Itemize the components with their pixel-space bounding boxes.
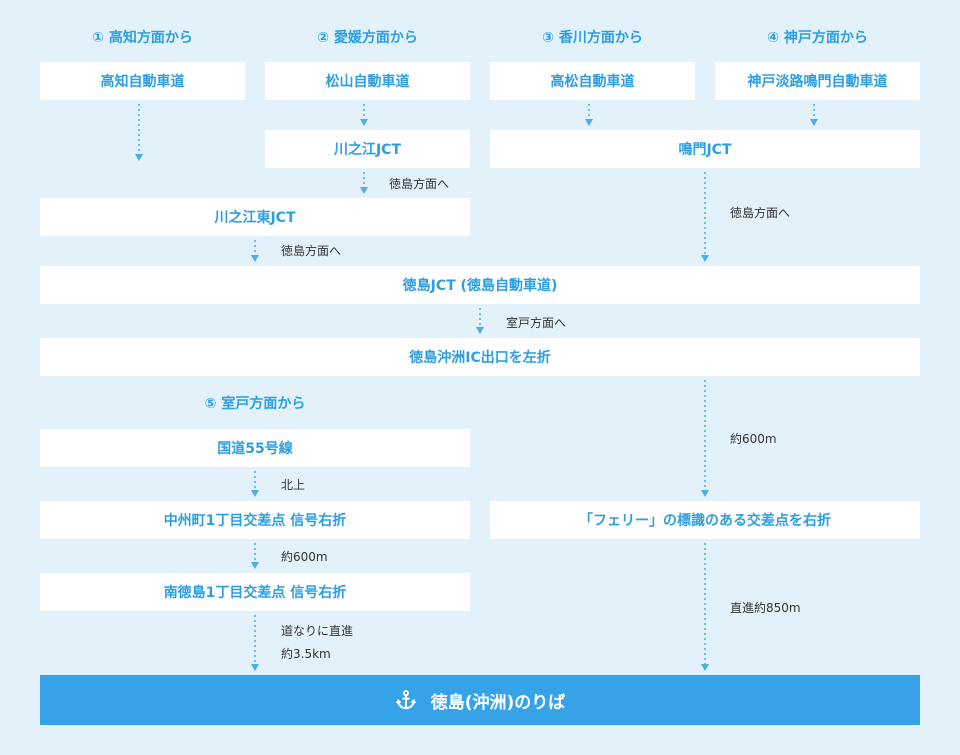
box-ferry-sign-intersection: 「フェリー」の標識のある交差点を右折 <box>490 501 920 539</box>
heading-ehime: ② 愛媛方面から <box>317 30 418 46</box>
anchor-icon <box>395 690 416 710</box>
heading-kagawa: ③ 香川方面から <box>542 30 643 46</box>
arrow-takamatsu <box>585 104 593 126</box>
arrow-kawanoe-higashi <box>251 240 259 262</box>
note-north: 北上 <box>281 478 306 492</box>
note-toward-tokushima-3: 徳島方面へ <box>281 244 342 258</box>
box-tokushima-okinosu-ic: 徳島沖洲IC出口を左折 <box>40 338 920 376</box>
note-approx-600m-left: 約600m <box>281 550 328 564</box>
heading-muroto: ⑤ 室戸方面から <box>204 396 306 412</box>
heading-kobe: ④ 神戸方面から <box>767 30 868 46</box>
box-route55: 国道55号線 <box>40 429 470 467</box>
note-straight-850m: 直進約850m <box>730 601 801 615</box>
note-toward-tokushima-1: 徳島方面へ <box>389 177 450 191</box>
box-matsuyama-expressway: 松山自動車道 <box>265 62 470 100</box>
arrow-nakasu <box>251 543 259 569</box>
note-along-road: 道なりに直進 <box>281 624 354 638</box>
arrow-matsuyama <box>360 104 368 126</box>
box-kawanoe-jct: 川之江JCT <box>265 130 470 168</box>
arrow-kawanoe <box>360 172 368 194</box>
box-nakasu-intersection: 中州町1丁目交差点 信号右折 <box>40 501 470 539</box>
note-approx-600m-right: 約600m <box>730 432 777 446</box>
box-kobe-awaji-naruto-expressway: 神戸淡路鳴門自動車道 <box>715 62 920 100</box>
note-approx-3-5km: 約3.5km <box>281 647 331 661</box>
arrow-route55 <box>251 471 259 497</box>
heading-kochi: ① 高知方面から <box>92 30 193 46</box>
arrow-ic-exit <box>701 380 709 497</box>
arrow-tokushima-jct <box>476 308 484 334</box>
arrow-naruto <box>701 172 709 262</box>
box-minami-tokushima-intersection: 南徳島1丁目交差点 信号右折 <box>40 573 470 611</box>
box-kawanoe-higashi-jct: 川之江東JCT <box>40 198 470 236</box>
note-toward-muroto: 室戸方面へ <box>506 316 567 330</box>
arrow-minami-tokushima <box>251 615 259 671</box>
arrow-kobe <box>810 104 818 126</box>
destination-banner: 徳島(沖洲)のりば <box>40 675 920 725</box>
box-tokushima-jct: 徳島JCT (徳島自動車道) <box>40 266 920 304</box>
box-kochi-expressway: 高知自動車道 <box>40 62 245 100</box>
box-takamatsu-expressway: 高松自動車道 <box>490 62 695 100</box>
arrow-ferry-sign <box>701 543 709 671</box>
destination-label: 徳島(沖洲)のりば <box>430 692 566 713</box>
note-toward-tokushima-2: 徳島方面へ <box>730 206 791 220</box>
box-naruto-jct: 鳴門JCT <box>490 130 920 168</box>
arrow-kochi <box>135 104 143 161</box>
